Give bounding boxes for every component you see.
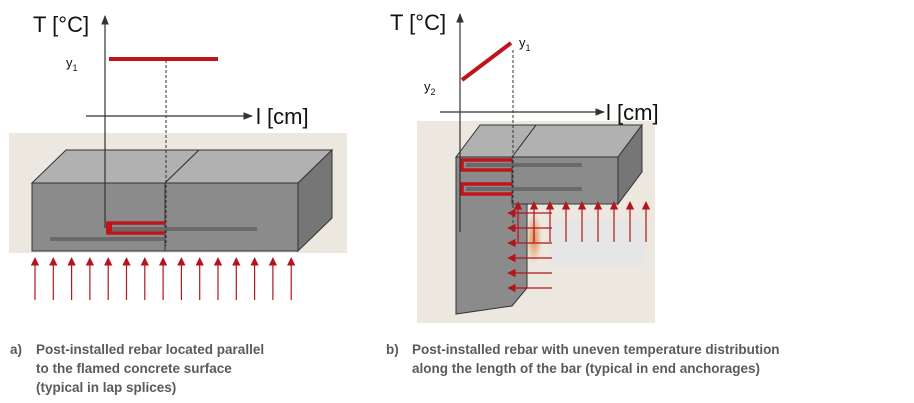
caption-b-letter: b)	[386, 342, 399, 357]
caption-b-line-2: along the length of the bar (typical in …	[412, 361, 761, 376]
caption-a: a)Post-installed rebar located parallel …	[10, 340, 370, 397]
panel-a: T [°C] l [cm] y1	[9, 12, 347, 300]
caption-a-line-3: (typical in lap splices)	[36, 380, 177, 395]
caption-b: b) Post-installed rebar with uneven tempe…	[386, 340, 914, 378]
existing-rebar-a	[50, 237, 165, 241]
existing-rebar-b-bottom	[466, 187, 582, 191]
heat-arrows-b-up	[513, 201, 651, 242]
temperature-profile-b	[460, 41, 513, 82]
installed-rebar-b-top	[460, 158, 512, 172]
caption-a-line-2: to the flamed concrete surface	[36, 361, 232, 376]
caption-a-letter: a)	[10, 342, 23, 357]
y1-label-b: y1	[519, 35, 531, 53]
heat-arrows-b-left	[507, 208, 552, 293]
y-axis-label-b: T [°C]	[390, 10, 446, 35]
existing-rebar-b-top	[466, 163, 582, 167]
block-a-right-front-face	[164, 182, 299, 252]
caption-a-line-1: Post-installed rebar located parallel	[36, 342, 265, 357]
panel-b: T [°C] l [cm] y1 y2	[390, 10, 659, 323]
x-axis-label-b: l [cm]	[606, 100, 659, 125]
installed-rebar-a	[112, 227, 257, 231]
y1-label-a: y1	[66, 55, 78, 73]
caption-b-line-1: Post-installed rebar with uneven tempera…	[412, 342, 780, 357]
x-axis-label-a: l [cm]	[256, 104, 309, 129]
heat-arrows-a	[30, 257, 296, 300]
installed-rebar-b-bottom	[460, 182, 512, 196]
y-axis-label-a: T [°C]	[33, 12, 89, 37]
installed-rebar-a-end	[106, 223, 112, 233]
y2-label-b: y2	[424, 79, 436, 97]
